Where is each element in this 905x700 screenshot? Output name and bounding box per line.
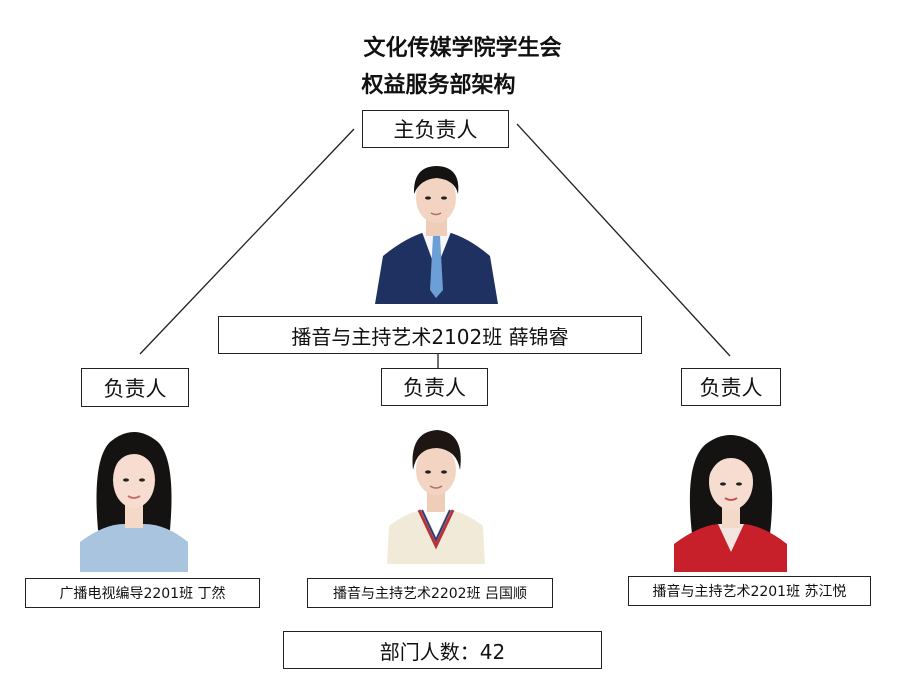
member-name-box-right: 播音与主持艺术2201班 苏江悦 — [628, 576, 871, 606]
head-name-label: 播音与主持艺术2102班 薛锦睿 — [291, 324, 569, 349]
member-role-label: 负责人 — [699, 376, 763, 400]
member-role-label: 负责人 — [103, 376, 167, 401]
chart-title-line-2: 权益服务部架构 — [361, 72, 516, 98]
member-role-box-left: 负责人 — [81, 368, 189, 407]
member-photo-right — [674, 426, 787, 572]
head-role-label: 主负责人 — [393, 118, 478, 142]
connector-right — [516, 123, 731, 357]
chart-title-line-1: 文化传媒学院学生会 — [363, 35, 562, 61]
member-name-label: 播音与主持艺术2202班 吕国顺 — [332, 586, 528, 602]
department-count-box: 部门人数：42 — [283, 631, 602, 669]
member-role-box-center: 负责人 — [381, 368, 488, 406]
department-count-label: 部门人数：42 — [379, 639, 506, 664]
member-name-label: 播音与主持艺术2201班 苏江悦 — [652, 584, 847, 600]
member-role-label: 负责人 — [403, 376, 466, 400]
member-name-box-left: 广播电视编导2201班 丁然 — [25, 578, 260, 608]
member-role-box-right: 负责人 — [681, 368, 781, 406]
member-name-label: 广播电视编导2201班 丁然 — [59, 586, 226, 602]
head-name-box: 播音与主持艺术2102班 薛锦睿 — [218, 316, 642, 354]
connector-left — [139, 128, 355, 355]
head-photo — [365, 160, 508, 304]
member-photo-left — [80, 420, 188, 572]
head-role-box: 主负责人 — [362, 110, 509, 148]
member-name-box-center: 播音与主持艺术2202班 吕国顺 — [307, 578, 553, 608]
member-photo-center — [385, 424, 487, 564]
